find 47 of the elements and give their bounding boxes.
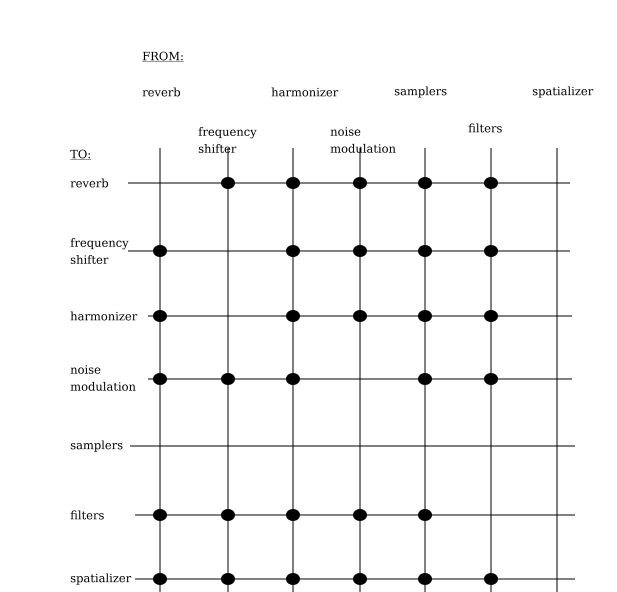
header-label: filters <box>70 510 104 520</box>
connection-dot <box>153 373 167 385</box>
connection-dot <box>418 573 432 585</box>
connection-dot <box>286 245 300 257</box>
connection-dot <box>286 573 300 585</box>
connection-dot <box>484 245 498 257</box>
connection-dot <box>153 509 167 521</box>
connection-dot <box>353 573 367 585</box>
header-label: reverb <box>142 88 180 96</box>
heading-label: FROM: <box>142 52 184 62</box>
header-label: noise modulation <box>70 365 136 391</box>
connection-dot <box>418 373 432 385</box>
connection-dot <box>353 509 367 521</box>
header-label: filters <box>468 124 502 132</box>
connection-dot <box>286 509 300 521</box>
connection-dot <box>353 177 367 189</box>
connection-dot <box>353 310 367 322</box>
connection-dot <box>484 177 498 189</box>
connection-dot <box>221 509 235 521</box>
connection-dot <box>153 573 167 585</box>
connection-dot <box>153 245 167 257</box>
header-label: spatializer <box>70 573 132 585</box>
connection-dot <box>286 373 300 385</box>
header-label: samplers <box>70 440 123 452</box>
header-label: harmonizer <box>272 88 338 96</box>
connection-dot <box>484 310 498 322</box>
connection-dot <box>286 177 300 189</box>
header-label: frequency shifter <box>198 127 257 153</box>
connection-dot <box>418 310 432 322</box>
connection-dot <box>221 373 235 385</box>
connection-dot <box>418 509 432 521</box>
connection-dot <box>418 245 432 257</box>
connection-dot <box>153 310 167 322</box>
connection-dot <box>418 177 432 189</box>
connection-dot <box>221 573 235 585</box>
connection-dot <box>286 310 300 322</box>
header-label: spatializer <box>532 86 594 98</box>
heading-label: TO: <box>70 150 92 160</box>
header-label: samplers <box>394 86 447 98</box>
header-label: harmonizer <box>70 312 138 320</box>
header-label: noise modulation <box>330 127 396 153</box>
header-label: frequency shifter <box>70 238 129 264</box>
connection-dot <box>484 373 498 385</box>
connection-dot <box>353 245 367 257</box>
header-label: reverb <box>70 178 108 188</box>
connection-dot <box>484 573 498 585</box>
connection-dot <box>221 177 235 189</box>
